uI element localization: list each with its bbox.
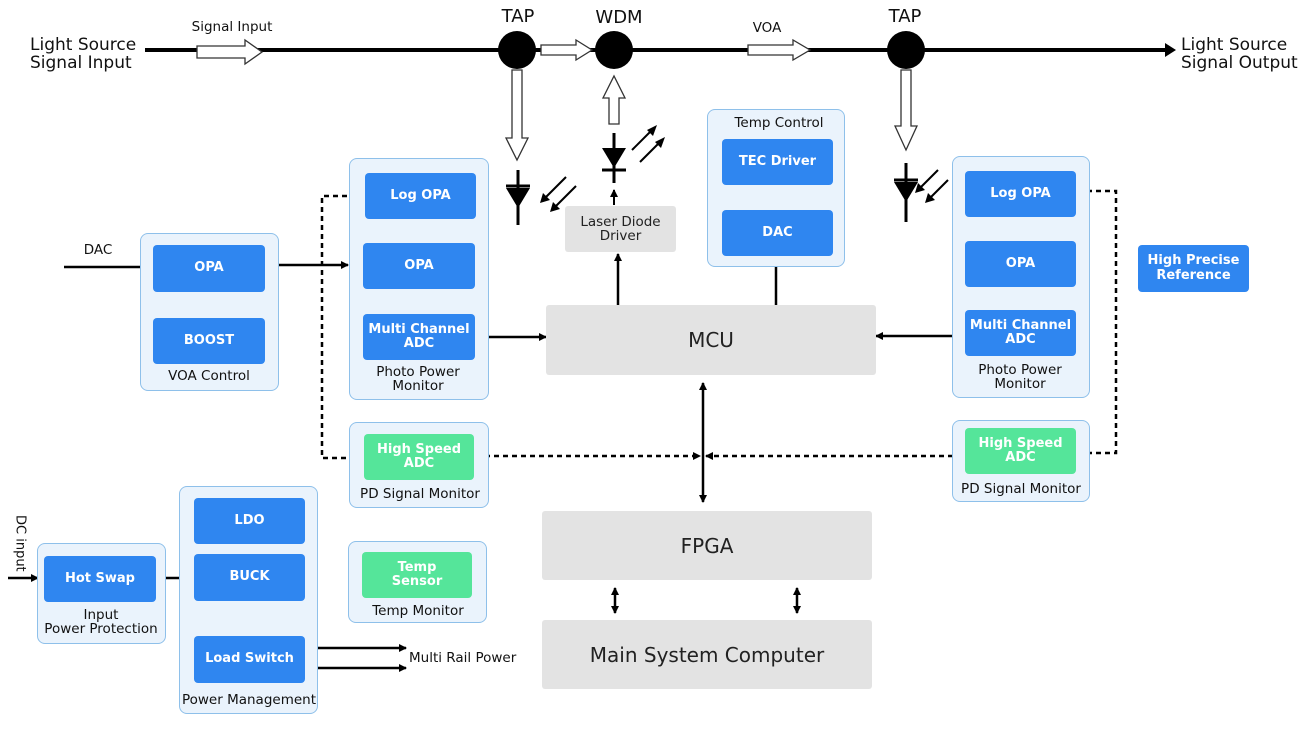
wdm-up-arrow	[601, 74, 627, 125]
signal-input-hollow-arrow	[196, 38, 264, 66]
tap-left-node	[498, 31, 536, 69]
temp-control-title: Temp Control	[734, 115, 824, 131]
buck-block: BUCK	[194, 554, 305, 601]
log-opa-right-block: Log OPA	[965, 171, 1076, 217]
input-power-protection-title: Input Power Protection	[44, 607, 158, 638]
fiber-end-arrow	[1165, 43, 1176, 57]
wdm-node	[595, 31, 633, 69]
opa-right-block: OPA	[965, 241, 1076, 287]
high-precise-reference-block: High Precise Reference	[1138, 245, 1249, 292]
dashed-right-loop	[1077, 189, 1118, 457]
adc-left-block: Multi Channel ADC	[363, 314, 475, 360]
wdm-label: WDM	[595, 7, 643, 28]
voa-dac-label: DAC	[83, 242, 113, 258]
hot-swap-block: Hot Swap	[44, 556, 156, 602]
tap-right-node	[887, 31, 925, 69]
tap-left-label: TAP	[501, 6, 535, 27]
log-opa-left-block: Log OPA	[365, 173, 476, 219]
high-speed-adc-right-block: High Speed ADC	[965, 428, 1076, 474]
temp-monitor-title: Temp Monitor	[372, 603, 464, 619]
temp-dac-block: DAC	[722, 210, 833, 256]
voa-opa-block: OPA	[153, 245, 265, 292]
pd-signal-monitor-right-title: PD Signal Monitor	[961, 481, 1081, 497]
tap-right-label: TAP	[888, 6, 922, 27]
ldo-block: LDO	[194, 498, 305, 544]
photo-power-monitor-right-title: Photo Power Monitor	[978, 362, 1062, 393]
photodiode-right-icon	[894, 163, 949, 222]
signal-input-label: Signal Input	[191, 19, 273, 35]
temp-sensor-block: Temp Sensor	[362, 552, 472, 598]
voa-hollow-arrow	[747, 38, 812, 62]
mcu-block: MCU	[546, 305, 876, 375]
dashed-left-loop	[320, 194, 365, 462]
photo-power-monitor-left-title: Photo Power Monitor	[376, 364, 460, 395]
light-source-output-label: Light Source Signal Output	[1181, 35, 1298, 73]
photodiode-left-icon	[506, 170, 577, 225]
laser-diode-driver-block: Laser Diode Driver	[565, 206, 676, 252]
laser-diode-icon	[602, 125, 665, 183]
tap-wdm-hollow-arrow	[540, 38, 594, 62]
pd-signal-monitor-left-title: PD Signal Monitor	[360, 486, 480, 502]
high-speed-adc-left-block: High Speed ADC	[364, 434, 474, 480]
light-source-input-label: Light Source Signal Input	[30, 35, 137, 73]
fpga-block: FPGA	[542, 511, 872, 580]
tec-driver-block: TEC Driver	[722, 139, 833, 185]
opa-left-block: OPA	[363, 243, 475, 289]
power-management-title: Power Management	[181, 692, 317, 708]
load-switch-block: Load Switch	[194, 636, 305, 683]
tap-right-down-arrow	[893, 69, 919, 152]
voa-label: VOA	[752, 20, 782, 36]
boost-block: BOOST	[153, 318, 265, 364]
dc-input-label: DC input	[12, 515, 28, 572]
voa-control-title: VOA Control	[168, 368, 250, 384]
multi-rail-power-label: Multi Rail Power	[409, 650, 517, 666]
adc-right-block: Multi Channel ADC	[965, 310, 1076, 356]
main-system-computer-block: Main System Computer	[542, 620, 872, 689]
tap-left-down-arrow	[504, 69, 530, 162]
